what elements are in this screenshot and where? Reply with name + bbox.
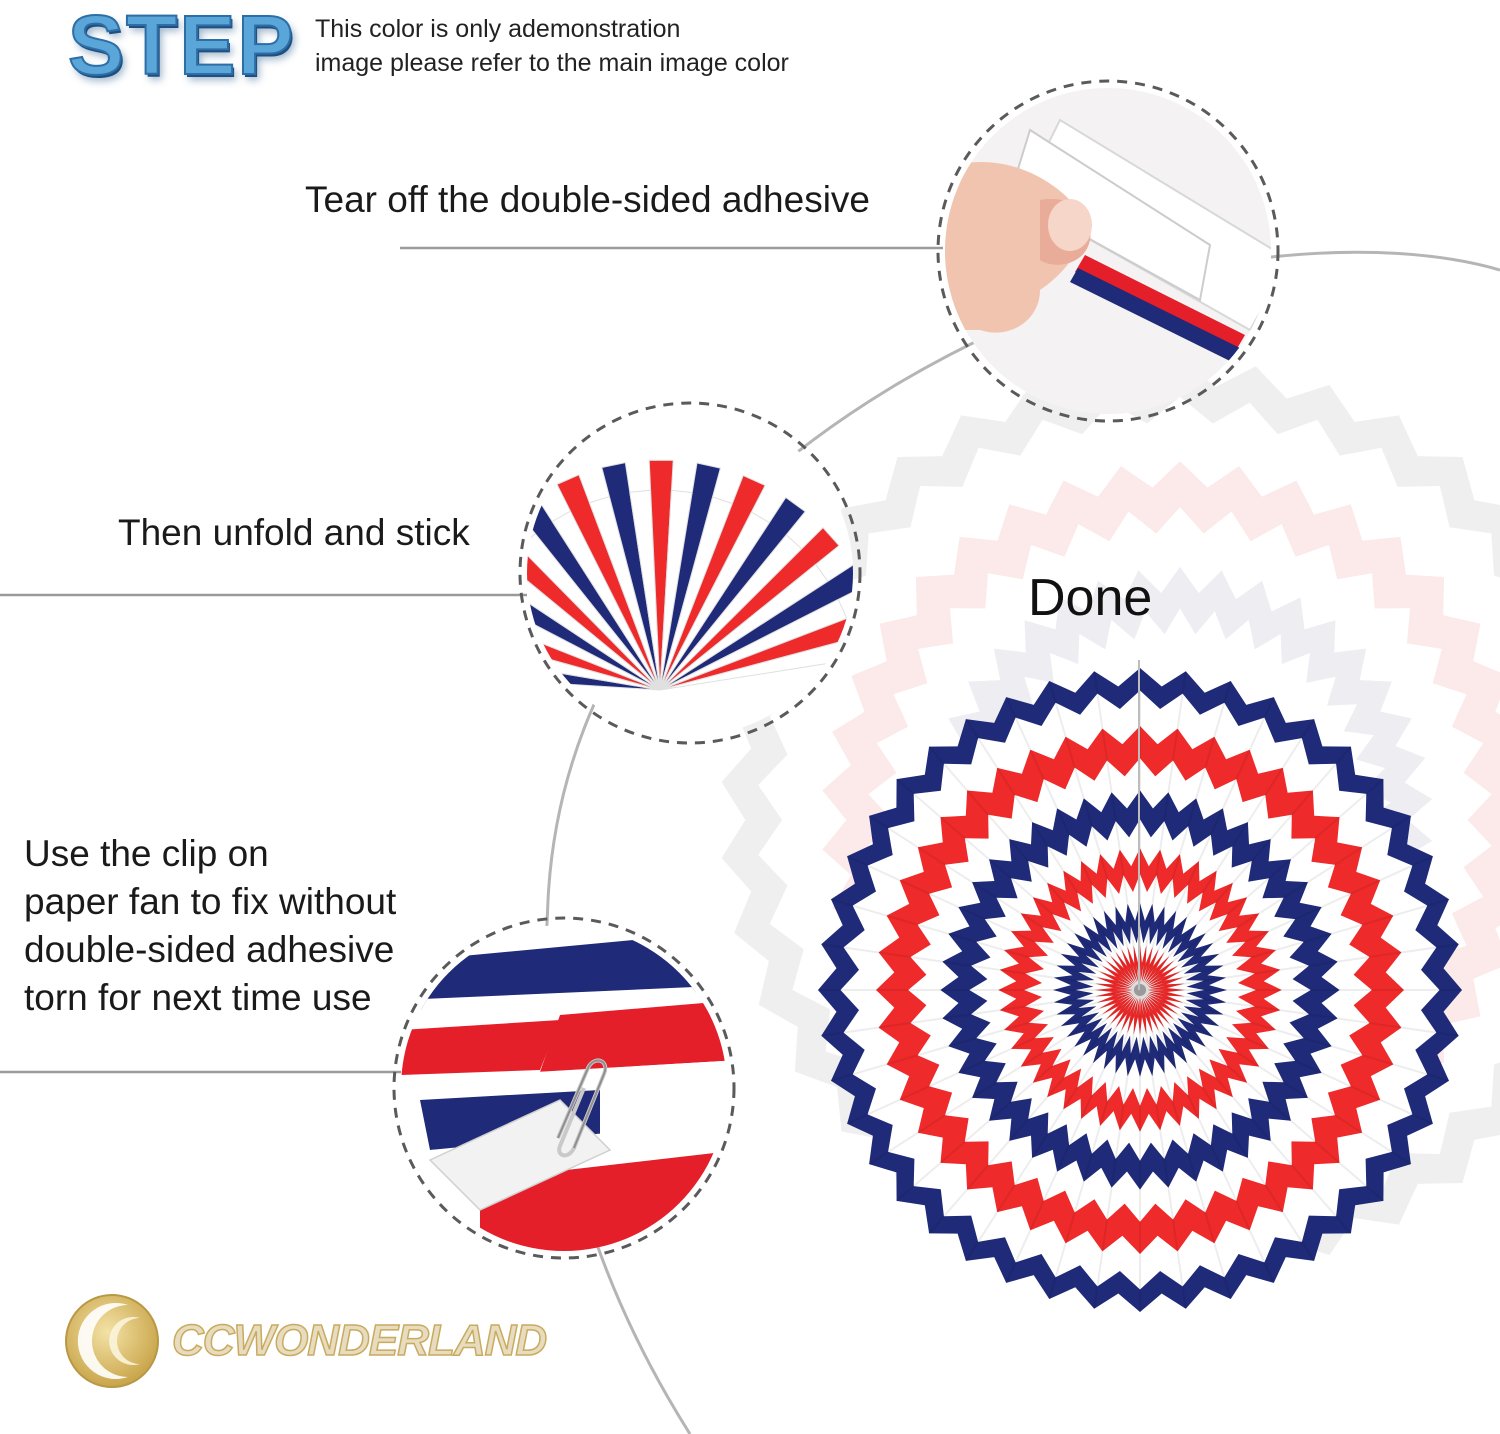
unfold-circle-border xyxy=(518,401,862,745)
tear-circle-border xyxy=(936,79,1280,423)
color-disclaimer-line-1: This color is only ademonstration xyxy=(315,15,681,43)
step-clip-line-2: paper fan to fix without xyxy=(24,881,397,922)
done-label: Done xyxy=(1028,569,1153,627)
unfold-fan-photo xyxy=(527,410,853,736)
step-clip-label: Use the clip on paper fan to fix without… xyxy=(24,830,396,1022)
color-disclaimer: This color is only ademonstration image … xyxy=(315,12,789,80)
step-clip-line-1: Use the clip on xyxy=(24,833,269,874)
step-tear-label: Tear off the double-sided adhesive xyxy=(305,179,870,220)
color-disclaimer-line-2: image please refer to the main image col… xyxy=(315,49,789,77)
tear-adhesive-photo xyxy=(945,88,1271,414)
step-clip-line-4: torn for next time use xyxy=(24,977,372,1018)
brand-logo-emblem xyxy=(65,1294,159,1388)
clip-circle-border xyxy=(392,916,736,1260)
step-title: STEP xyxy=(67,0,296,92)
step-clip-line-3: double-sided adhesive xyxy=(24,929,395,970)
brand-wordmark: CCWONDERLAND xyxy=(171,1315,548,1366)
clip-fan-photo xyxy=(401,925,727,1251)
step-unfold-label: Then unfold and stick xyxy=(118,512,470,553)
